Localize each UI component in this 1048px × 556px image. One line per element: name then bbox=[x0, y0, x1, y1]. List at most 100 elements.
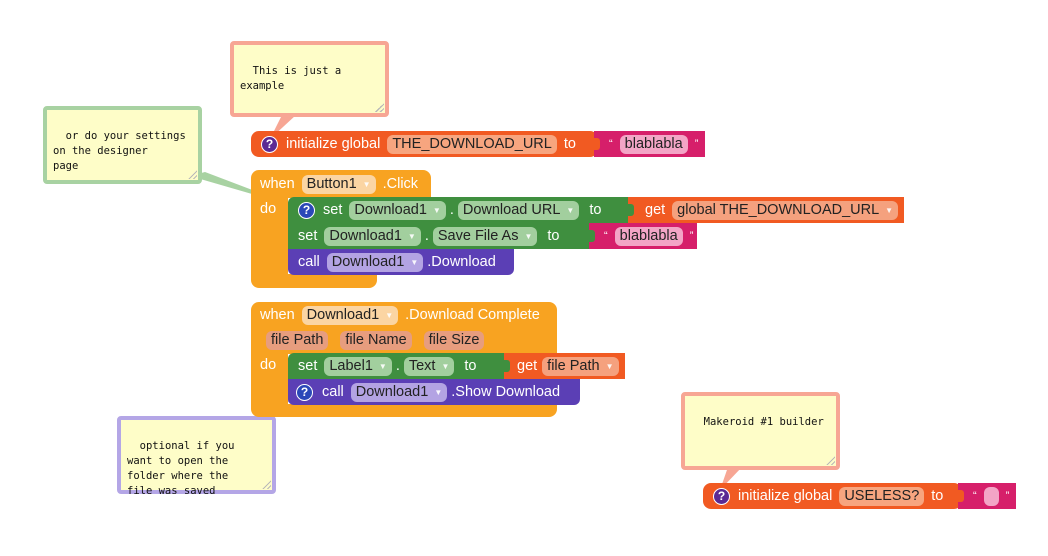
text-value-field[interactable] bbox=[983, 486, 999, 506]
property-dropdown[interactable]: Text ▼ bbox=[403, 356, 455, 376]
open-quote: “ bbox=[609, 138, 613, 150]
help-icon[interactable]: ? bbox=[296, 383, 313, 401]
resize-handle[interactable] bbox=[188, 170, 197, 179]
puzzle-connector bbox=[594, 138, 600, 150]
event-body-bottom bbox=[251, 404, 557, 417]
event-body-left bbox=[251, 352, 288, 406]
variable-name-field[interactable]: THE_DOWNLOAD_URL bbox=[387, 134, 557, 154]
comment-text[interactable]: or do your settings on the designer page bbox=[53, 130, 186, 172]
to-label: to bbox=[547, 228, 560, 244]
dropdown-arrow-icon: ▼ bbox=[407, 231, 416, 241]
component-name: Download1 bbox=[355, 384, 429, 400]
method-name: .Show Download bbox=[451, 384, 561, 400]
dropdown-arrow-icon: ▼ bbox=[441, 361, 450, 371]
property-name: Download URL bbox=[462, 202, 561, 218]
get-label: get bbox=[517, 358, 538, 374]
set-label-text-block[interactable]: set Label1 ▼ . Text ▼ to bbox=[288, 353, 508, 379]
to-label: to bbox=[563, 136, 576, 152]
when-button1-click-block[interactable]: when Button1 ▼ .Click bbox=[251, 170, 431, 198]
component-dropdown[interactable]: Download1 ▼ bbox=[324, 226, 421, 246]
component-dropdown[interactable]: Button1 ▼ bbox=[301, 174, 376, 194]
call-download-block[interactable]: call Download1 ▼ .Download bbox=[288, 249, 514, 275]
get-global-block[interactable]: get global THE_DOWNLOAD_URL ▼ bbox=[628, 197, 904, 223]
component-dropdown[interactable]: Download1 ▼ bbox=[301, 305, 399, 325]
dropdown-arrow-icon: ▼ bbox=[410, 257, 419, 267]
comment-text[interactable]: Makeroid #1 builder bbox=[703, 416, 824, 428]
event-name: .Click bbox=[382, 176, 419, 192]
get-label: get bbox=[645, 202, 666, 218]
event-param[interactable]: file Path bbox=[266, 330, 329, 350]
help-icon[interactable]: ? bbox=[298, 201, 315, 219]
puzzle-connector bbox=[504, 360, 510, 372]
component-dropdown[interactable]: Download1 ▼ bbox=[349, 200, 446, 220]
when-download-complete-block[interactable]: when Download1 ▼ .Download Complete file… bbox=[251, 302, 557, 354]
getter-dropdown[interactable]: global THE_DOWNLOAD_URL ▼ bbox=[672, 200, 899, 220]
when-label: when bbox=[260, 307, 295, 323]
set-label: set bbox=[298, 228, 318, 244]
text-string-block[interactable]: “ blablabla ” bbox=[594, 131, 705, 157]
dropdown-arrow-icon: ▼ bbox=[378, 361, 387, 371]
comment-text[interactable]: optional if you want to open the folder … bbox=[127, 440, 235, 497]
do-label: do bbox=[260, 357, 277, 373]
resize-handle[interactable] bbox=[826, 456, 835, 465]
getter-name: global THE_DOWNLOAD_URL bbox=[677, 202, 880, 218]
property-dropdown[interactable]: Save File As ▼ bbox=[432, 226, 538, 246]
getter-dropdown[interactable]: file Path ▼ bbox=[542, 356, 619, 376]
dropdown-arrow-icon: ▼ bbox=[385, 310, 394, 320]
component-dropdown[interactable]: Download1 ▼ bbox=[350, 382, 448, 402]
call-label: call bbox=[298, 254, 320, 270]
property-dropdown[interactable]: Download URL ▼ bbox=[457, 200, 580, 220]
event-body-bottom bbox=[251, 274, 377, 288]
component-name: Download1 bbox=[354, 202, 427, 218]
dropdown-arrow-icon: ▼ bbox=[362, 179, 371, 189]
comment-optional[interactable]: optional if you want to open the folder … bbox=[117, 416, 276, 497]
dot-label: . bbox=[424, 228, 429, 244]
empty-text-string-block[interactable]: “ ” bbox=[958, 483, 1016, 509]
open-quote: “ bbox=[604, 230, 608, 242]
set-save-file-as-block[interactable]: set Download1 ▼ . Save File As ▼ to bbox=[288, 223, 593, 249]
init-label: initialize global bbox=[286, 136, 381, 152]
dropdown-arrow-icon: ▼ bbox=[885, 205, 894, 215]
init-global-download-url-block[interactable]: ? initialize global THE_DOWNLOAD_URL to bbox=[251, 131, 598, 157]
property-name: Save File As bbox=[437, 228, 519, 244]
get-param-block[interactable]: get file Path ▼ bbox=[504, 353, 625, 379]
to-label: to bbox=[589, 202, 602, 218]
text-string-block[interactable]: “ blablabla ” bbox=[589, 223, 697, 249]
text-value-field[interactable]: blablabla bbox=[614, 226, 683, 246]
set-download-url-block[interactable]: ? set Download1 ▼ . Download URL ▼ to bbox=[288, 197, 632, 223]
call-label: call bbox=[322, 384, 344, 400]
variable-name-field[interactable]: USELESS? bbox=[839, 486, 925, 506]
dropdown-arrow-icon: ▼ bbox=[566, 205, 575, 215]
component-dropdown[interactable]: Label1 ▼ bbox=[324, 356, 392, 376]
close-quote: ” bbox=[689, 230, 694, 242]
event-name: .Download Complete bbox=[405, 307, 540, 323]
dropdown-arrow-icon: ▼ bbox=[605, 361, 614, 371]
help-icon[interactable]: ? bbox=[261, 135, 278, 153]
dropdown-arrow-icon: ▼ bbox=[434, 387, 443, 397]
comment-text[interactable]: This is just a example bbox=[240, 65, 342, 92]
component-name: Label1 bbox=[329, 358, 373, 374]
property-name: Text bbox=[408, 358, 436, 374]
puzzle-connector bbox=[589, 230, 595, 242]
event-param[interactable]: file Size bbox=[423, 330, 485, 350]
dropdown-arrow-icon: ▼ bbox=[432, 205, 441, 215]
event-param[interactable]: file Name bbox=[340, 330, 412, 350]
to-label: to bbox=[464, 358, 477, 374]
init-global-useless-block[interactable]: ? initialize global USELESS? to bbox=[703, 483, 962, 509]
comment-makeroid[interactable]: Makeroid #1 builder bbox=[681, 392, 840, 470]
set-label: set bbox=[298, 358, 318, 374]
resize-handle[interactable] bbox=[375, 103, 384, 112]
text-value-field[interactable]: blablabla bbox=[619, 134, 688, 154]
open-quote: “ bbox=[973, 490, 977, 502]
help-icon[interactable]: ? bbox=[713, 487, 730, 505]
component-dropdown[interactable]: Download1 ▼ bbox=[326, 252, 424, 272]
comment-designer[interactable]: or do your settings on the designer page bbox=[43, 106, 202, 184]
puzzle-connector bbox=[628, 204, 634, 216]
dot-label: . bbox=[449, 202, 454, 218]
init-label: initialize global bbox=[738, 488, 833, 504]
comment-example[interactable]: This is just a example bbox=[230, 41, 389, 117]
call-show-download-block[interactable]: ? call Download1 ▼ .Show Download bbox=[288, 379, 580, 405]
puzzle-connector bbox=[958, 490, 964, 502]
event-body-left bbox=[251, 196, 288, 276]
resize-handle[interactable] bbox=[262, 480, 271, 489]
